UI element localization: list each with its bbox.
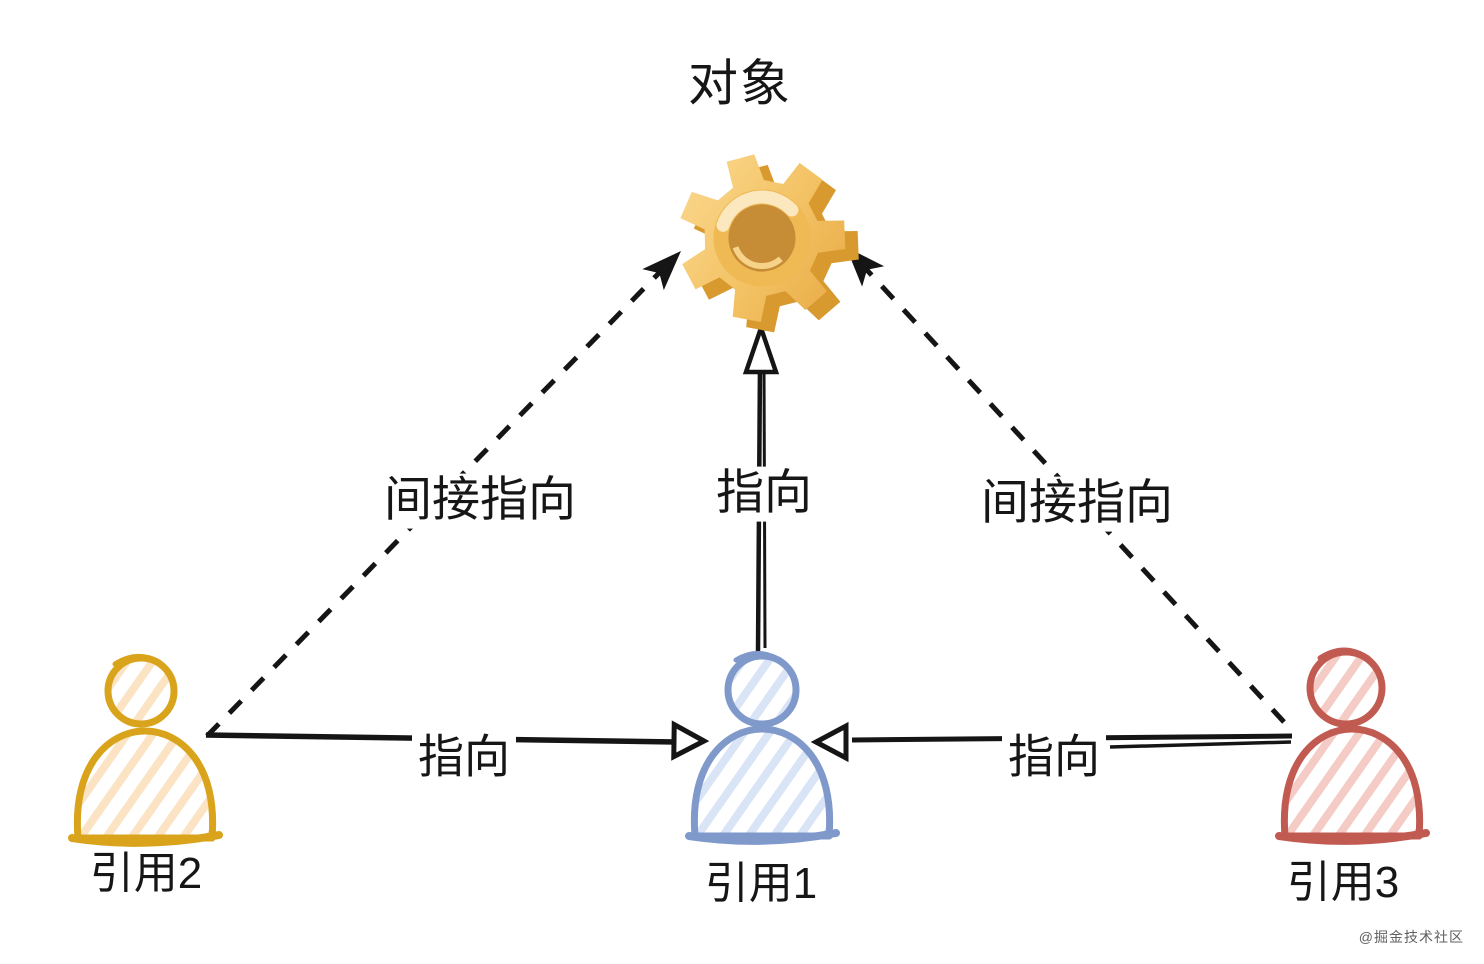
gear-icon <box>680 154 859 333</box>
arrowhead-filled <box>642 251 681 291</box>
node-label-ref3: 引用3 <box>1286 857 1400 907</box>
person-ref3-icon <box>1275 647 1430 845</box>
edge-label-direct-right: 指向 <box>1002 730 1106 784</box>
object-title: 对象 <box>682 55 798 113</box>
arrowhead-open <box>671 720 710 761</box>
watermark: @掘金技术社区 <box>1358 929 1464 945</box>
edge-label-indirect-right: 间接指向 <box>974 476 1180 532</box>
arrowhead-open <box>810 721 849 763</box>
node-label-ref2: 引用2 <box>89 848 203 898</box>
edge-label-direct-left: 指向 <box>412 730 516 784</box>
person-ref1-icon <box>685 651 840 845</box>
person-ref2-icon <box>68 654 223 847</box>
edge-label-direct-center: 指向 <box>709 466 819 522</box>
edge-label-indirect-left: 间接指向 <box>377 473 583 529</box>
arrowhead-open <box>742 321 780 375</box>
node-label-ref1: 引用1 <box>704 858 818 908</box>
